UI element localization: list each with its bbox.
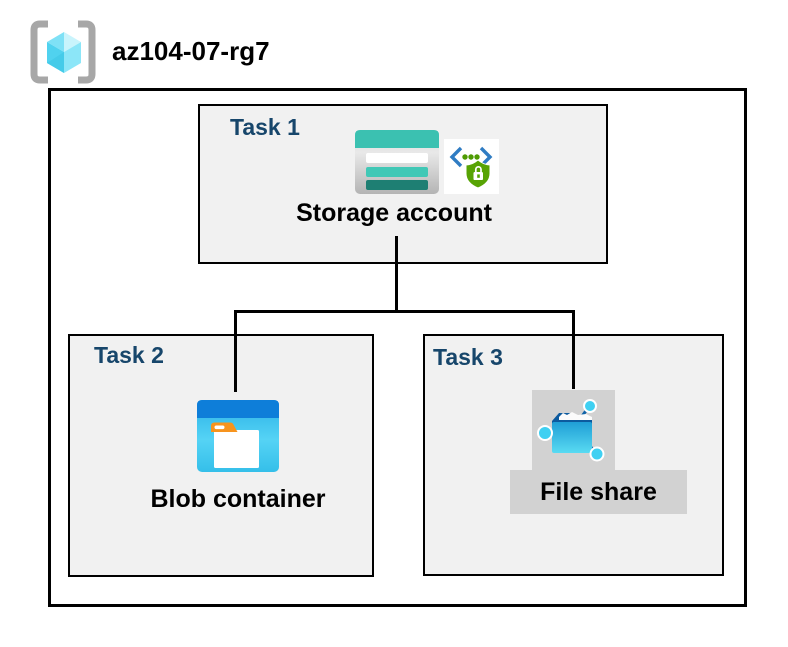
task3-label: Task 3 bbox=[433, 344, 503, 370]
file-share-icon bbox=[537, 399, 605, 462]
task2-box: Task 2 Blob container bbox=[68, 334, 374, 577]
blob-container-icon bbox=[197, 400, 279, 472]
blob-container-label: Blob container bbox=[150, 485, 326, 513]
storage-account-label: Storage account bbox=[296, 199, 492, 227]
task2-label: Task 2 bbox=[94, 342, 164, 368]
task1-box: Task 1 bbox=[198, 104, 608, 264]
resource-group-icon bbox=[30, 20, 96, 84]
connector-to-blob-container bbox=[234, 310, 237, 392]
secured-endpoint-icon bbox=[444, 139, 499, 194]
resource-group-name: az104-07-rg7 bbox=[112, 36, 270, 66]
file-share-icon-highlight bbox=[532, 390, 615, 470]
storage-account-icon bbox=[355, 130, 439, 194]
connector-branch-horizontal bbox=[234, 310, 575, 313]
task1-label: Task 1 bbox=[230, 114, 300, 140]
connector-to-file-share bbox=[572, 310, 575, 389]
file-share-label: File share bbox=[540, 478, 657, 506]
file-share-label-highlight: File share bbox=[510, 470, 687, 514]
connector-storage-stem bbox=[395, 236, 398, 313]
